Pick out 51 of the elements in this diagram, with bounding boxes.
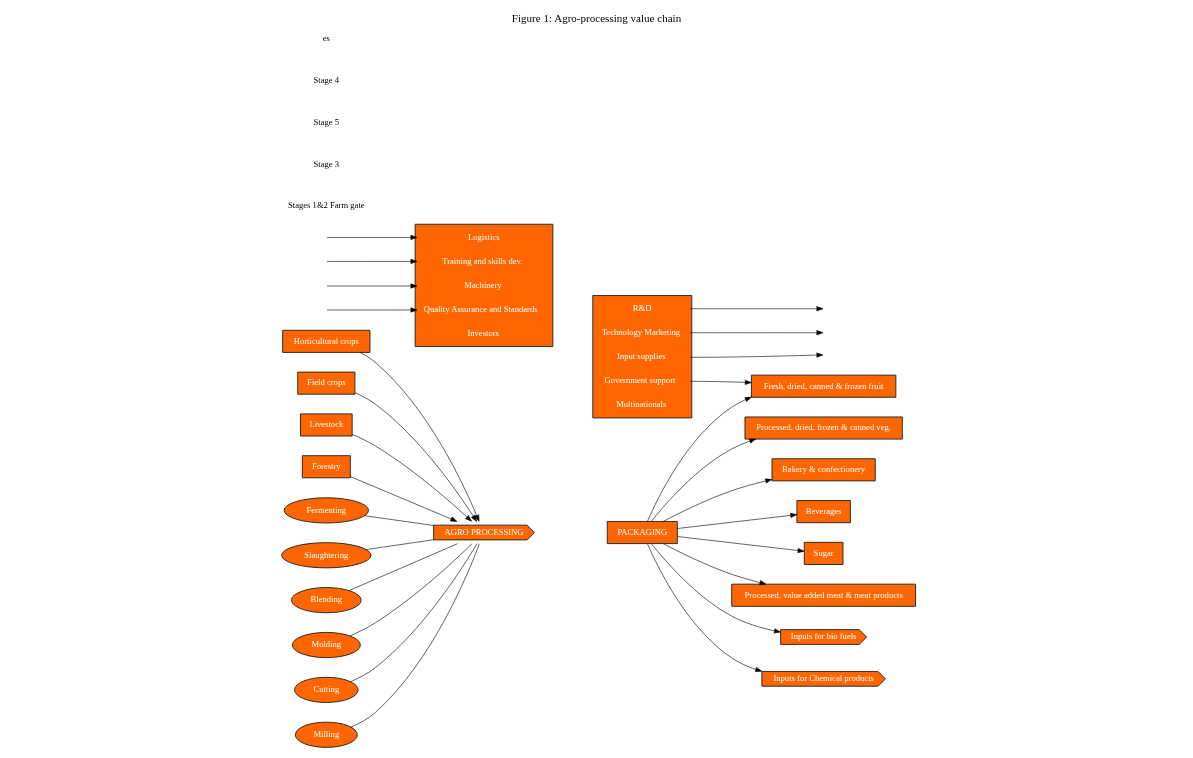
node-box: PACKAGING [606,521,678,545]
node-box: Bakery & confectionery [771,458,876,482]
arrow [677,536,805,553]
node-box: Field crops [297,371,356,395]
label: Stage 3 [313,158,340,169]
arrow [689,352,824,358]
node-box: Livestock [300,413,353,437]
arrow [359,352,480,522]
arrow [350,476,458,522]
node-ellipse: Molding [291,631,361,659]
arrow [662,543,767,586]
node-box: Processed, value added meat & meat products [731,583,916,607]
connector [348,543,458,591]
node-box: Fresh, dried, canned & frozen fruit [750,374,897,398]
connector [366,539,434,550]
diagram-title: Figure 1: Agro-processing value chain [511,11,682,24]
arrow [689,379,752,385]
node-ellipse: Cutting [294,676,359,703]
node-box: Sugar [803,541,844,565]
node-box: Horticultural crops [282,329,371,353]
label: Stage 4 [313,74,340,85]
arrow [662,478,773,522]
connector [349,543,473,637]
arrow [651,543,781,634]
label: es [322,33,330,44]
arrow [326,235,418,240]
connector [364,515,434,526]
arrow [647,543,763,672]
arrow [326,258,418,264]
arrow [326,283,418,289]
connector [350,543,480,728]
label: Stage 5 [313,116,340,127]
arrow [677,512,798,529]
arrow [651,438,757,522]
node-ellipse: Blending [291,587,362,614]
node-ellipse: Fermenting [283,497,369,524]
node-ellipse: Milling [294,721,358,748]
node-box: Beverages [796,500,851,524]
node-box: R&D Technology Marketing Input supplies Government support Multinationals [592,295,693,419]
arrow [326,307,418,313]
node-ellipse: Slaughtering [281,542,372,569]
arrow [689,330,824,336]
arrow [354,392,477,522]
label: Stages 1&2 Farm gate [288,200,365,211]
connector [350,543,478,682]
arrow [647,396,752,522]
node-box: Logistics Training and skills dev. Machinery Quality Assurance and Standards Investors [414,223,554,348]
node-box: Forestry [301,455,351,479]
arrow [352,434,472,522]
arrow [689,306,824,312]
node-box: Processed, dried, frozen & canned veg. [744,416,903,440]
